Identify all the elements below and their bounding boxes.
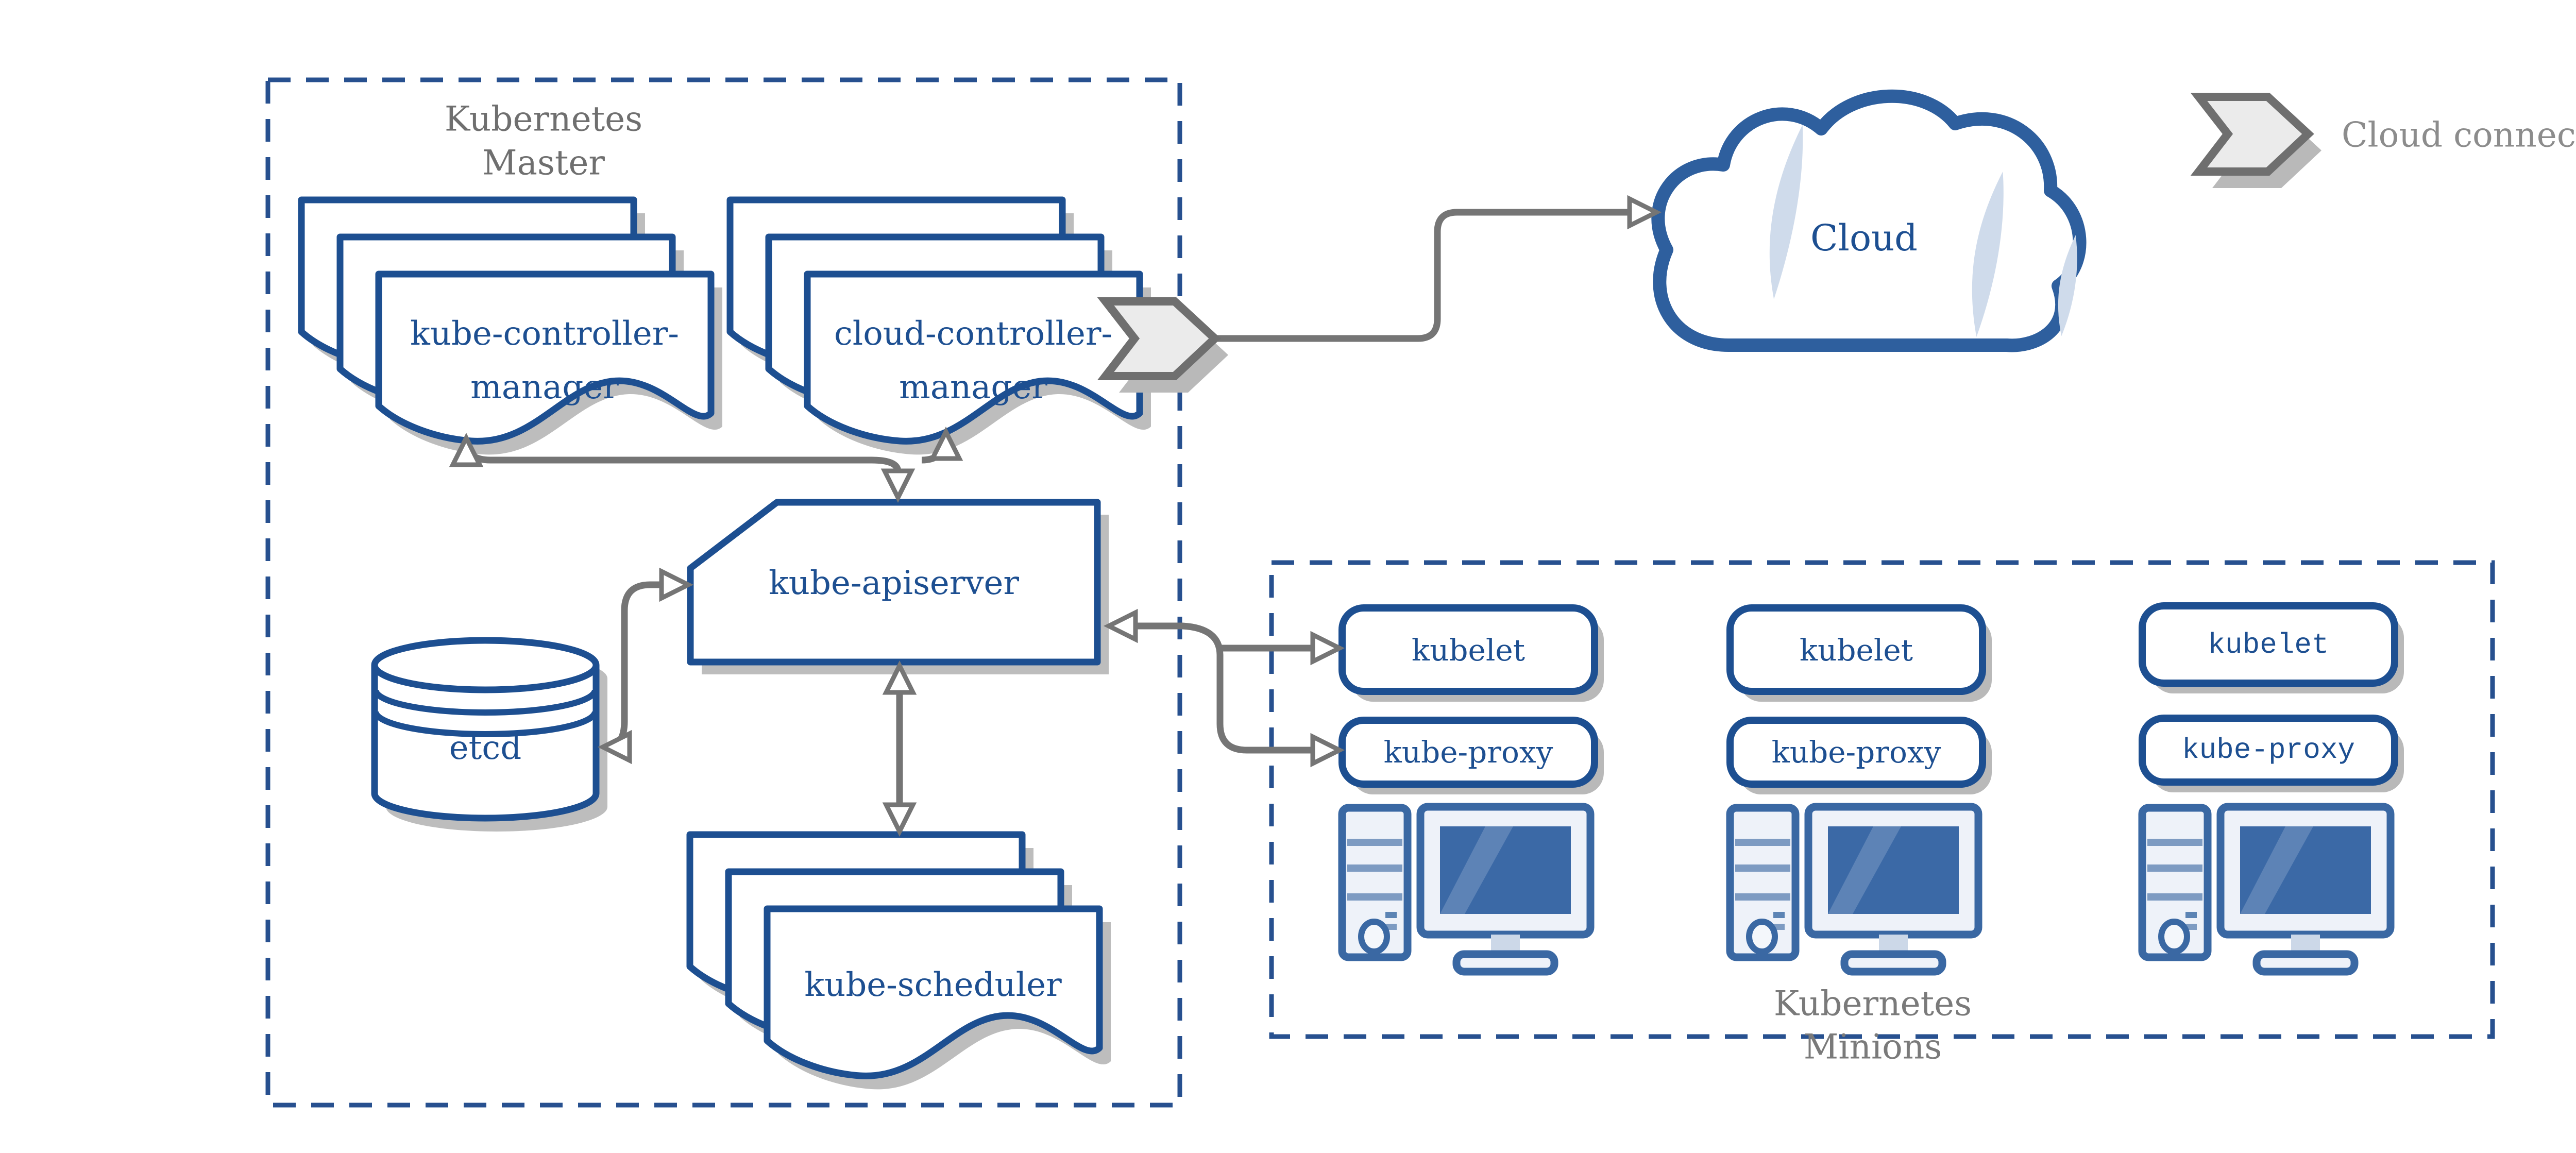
minions-label-line1: Kubernetes — [1774, 984, 1972, 1024]
kubernetes-master-box — [265, 77, 1182, 1108]
kubelet-label-1: kubelet — [1412, 633, 1525, 668]
kubelet-box-3 — [2139, 602, 2398, 687]
kube-proxy-label-2: kube-proxy — [1772, 735, 1941, 770]
kubelet-label-2: kubelet — [1800, 633, 1913, 668]
kube-scheduler-node — [690, 835, 1111, 1089]
cloud-icon — [1651, 89, 2087, 352]
kube-proxy-box-2 — [1726, 717, 1986, 788]
cloud-connector-legend-icon — [2199, 97, 2321, 188]
kubernetes-minions-box — [1269, 560, 2495, 1039]
cloud-connector-icon — [1106, 301, 1228, 393]
computer-icon-1 — [1342, 807, 1590, 972]
computer-icon-3 — [2142, 807, 2391, 972]
kube-proxy-box-3 — [2139, 715, 2398, 786]
arrow-apiserver-etcd — [605, 581, 686, 751]
arrow-apiserver-to-controllers — [463, 440, 902, 472]
cloud-connector-legend-label: Cloud connector — [2342, 115, 2576, 155]
master-label-line2: Master — [482, 143, 605, 183]
kube-scheduler-label: kube-scheduler — [804, 966, 1062, 1004]
etcd-cylinder-icon — [371, 637, 607, 832]
cloud-controller-manager-label-line1: cloud-controller- — [834, 315, 1112, 353]
etcd-label: etcd — [449, 729, 521, 767]
kube-controller-manager-label-line1: kube-controller- — [410, 315, 679, 353]
arrow-apiserver-to-kubeproxy — [1112, 622, 1317, 754]
kube-apiserver-label: kube-apiserver — [769, 564, 1019, 602]
minion-node-2 — [1726, 604, 1992, 972]
kube-proxy-label-1: kube-proxy — [1384, 735, 1553, 770]
computer-icon-2 — [1730, 807, 1978, 972]
kube-proxy-label-3: kube-proxy — [2182, 734, 2355, 767]
minion-node-3 — [2139, 602, 2404, 972]
kube-controller-manager-label-line2: manager — [470, 368, 619, 406]
cloud-label: Cloud — [1810, 217, 1918, 259]
kubelet-box-1 — [1338, 604, 1598, 695]
minions-label-line2: Minions — [1804, 1027, 1942, 1067]
minion-node-1 — [1338, 604, 1604, 972]
kube-proxy-box-1 — [1338, 717, 1598, 788]
master-label-line1: Kubernetes — [445, 99, 642, 139]
kubelet-label-3: kubelet — [2208, 629, 2329, 662]
arrowheads — [449, 195, 1662, 837]
cloud-controller-manager-label-line2: manager — [899, 368, 1047, 406]
kube-apiserver-node — [687, 499, 1109, 674]
arrow-cloudconnector-to-cloud — [1215, 209, 1633, 342]
kubelet-box-2 — [1726, 604, 1986, 695]
